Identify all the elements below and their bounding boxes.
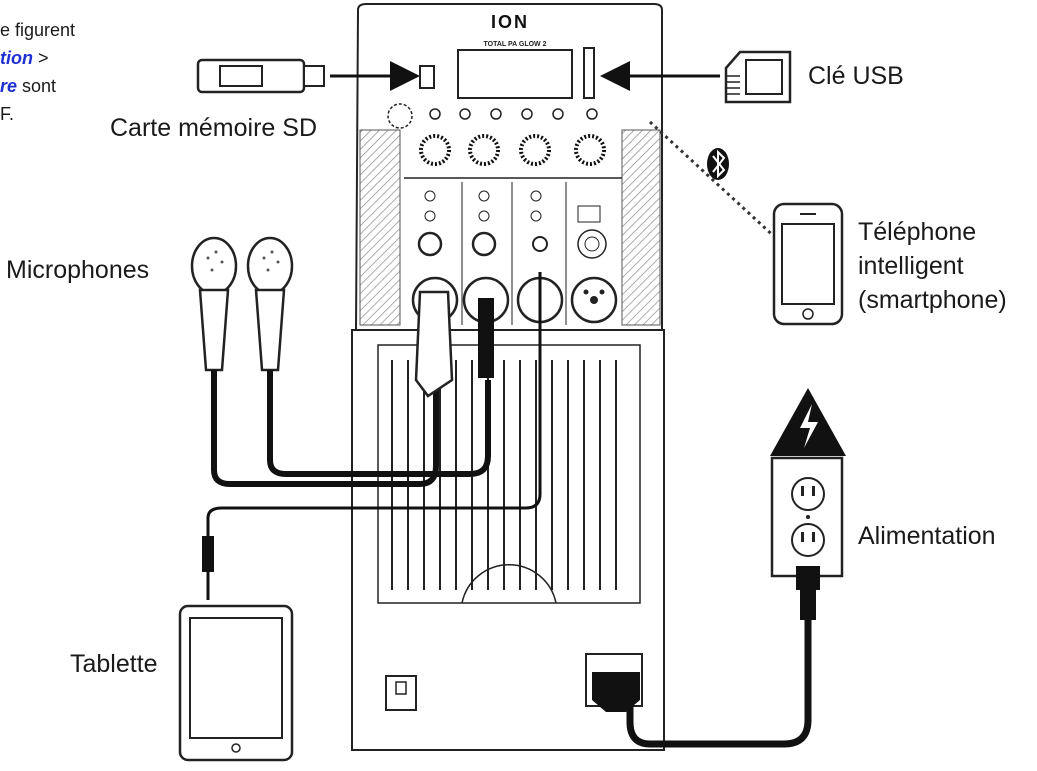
right-grille (621, 129, 661, 326)
label-power: Alimentation (858, 522, 996, 550)
bluetooth-link (648, 120, 780, 242)
text-fragment-line-1: e figurent (0, 20, 76, 40)
sd-slot (583, 47, 595, 99)
xlr-plug (414, 290, 454, 398)
cables (206, 272, 812, 748)
control-buttons (387, 103, 598, 129)
channel-switches (424, 190, 607, 259)
aux-plug (202, 536, 214, 572)
left-grille (359, 129, 401, 326)
label-tablet: Tablette (70, 650, 158, 678)
label-microphones: Microphones (6, 256, 150, 284)
knobs (419, 134, 606, 166)
usb-port (419, 65, 435, 89)
tablet-icon (178, 604, 294, 762)
power-plug (796, 566, 820, 590)
label-smartphone-line-3: (smartphone) (858, 286, 1007, 314)
screen-label: TOTAL PA GLOW 2 (484, 41, 547, 48)
label-smartphone-line-1: Téléphone (858, 218, 977, 246)
label-sd-card: Carte mémoire SD (110, 114, 317, 142)
microphone-icon (190, 236, 294, 372)
label-smartphone-line-2: intelligent (858, 252, 964, 280)
text-fragment-line-2: tion > (0, 48, 49, 68)
text-fragment-line-3: re sont (0, 76, 57, 96)
brand-logo: ION (491, 12, 529, 32)
jack-plug (478, 298, 494, 378)
sd-card-icon (724, 50, 792, 104)
smartphone-icon (772, 202, 844, 326)
bluetooth-icon (707, 148, 729, 180)
power-outlet-icon (770, 456, 844, 578)
usb-stick-icon (196, 58, 325, 94)
iec-plug (592, 672, 640, 712)
text-fragment-line-4: F. (0, 104, 15, 124)
display-screen (457, 49, 573, 99)
speaker-body: ION TOTAL PA GLOW 2 (351, 3, 665, 751)
label-usb-key: Clé USB (808, 62, 904, 90)
high-voltage-icon (770, 388, 846, 456)
